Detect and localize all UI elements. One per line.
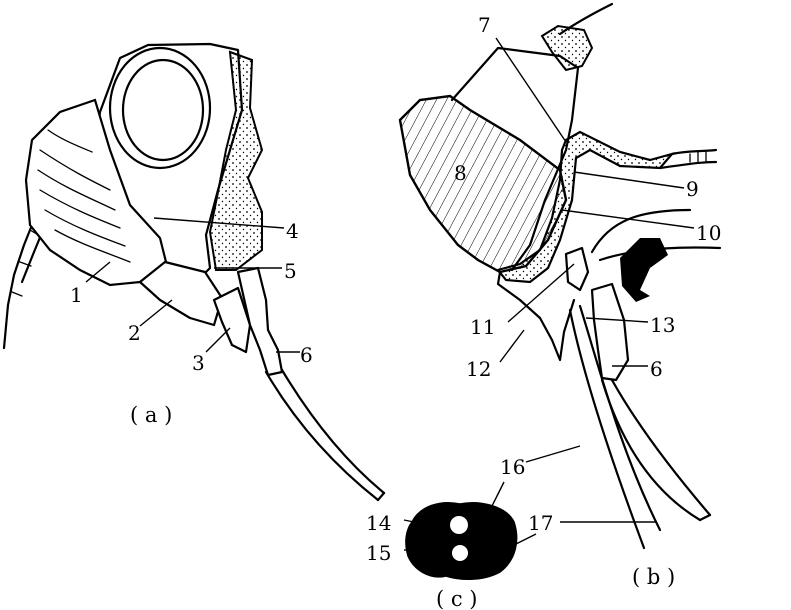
part-labels: 1 2 3 4 5 6 7 8 9 10 11 12 13 6 16 17 14…	[70, 13, 721, 565]
caption-a: ( a )	[130, 403, 172, 427]
label-1: 1	[70, 283, 83, 307]
maxilla	[212, 286, 252, 354]
stylet-section-outer	[405, 502, 518, 580]
label-11: 11	[470, 315, 495, 339]
stylet-bundle	[264, 368, 386, 502]
panel-b-sagittal-section	[398, 2, 722, 550]
pharynx-channel	[496, 130, 676, 284]
label-14: 14	[366, 511, 391, 535]
panel-captions: ( a ) ( b ) ( c )	[130, 403, 675, 610]
occipital-region	[208, 50, 264, 271]
label-7: 7	[478, 13, 491, 37]
salivary-pump	[564, 246, 590, 292]
label-12: 12	[466, 357, 491, 381]
caption-b: ( b )	[632, 565, 675, 589]
tentorium	[540, 24, 594, 72]
stylets	[568, 304, 662, 550]
label-10: 10	[696, 221, 721, 245]
food-canal	[450, 516, 468, 534]
label-13: 13	[650, 313, 675, 337]
label-5: 5	[284, 259, 297, 283]
label-9: 9	[686, 177, 699, 201]
proboscis-base	[236, 266, 284, 377]
caption-c: ( c )	[436, 587, 478, 610]
label-6-a: 6	[300, 343, 313, 367]
salivary-canal	[452, 545, 468, 561]
label-16: 16	[500, 455, 525, 479]
panel-c-stylet-cross-section	[405, 502, 518, 580]
label-17: 17	[528, 511, 553, 535]
label-3: 3	[192, 351, 205, 375]
compound-eye	[108, 46, 212, 170]
leader-lines	[85, 37, 695, 551]
label-15: 15	[366, 541, 391, 565]
label-8: 8	[454, 161, 467, 185]
label-2: 2	[128, 321, 141, 345]
label-6-b: 6	[650, 357, 663, 381]
labium-sheath	[590, 282, 630, 382]
label-4: 4	[286, 219, 299, 243]
panel-a-lateral-head	[2, 42, 386, 502]
